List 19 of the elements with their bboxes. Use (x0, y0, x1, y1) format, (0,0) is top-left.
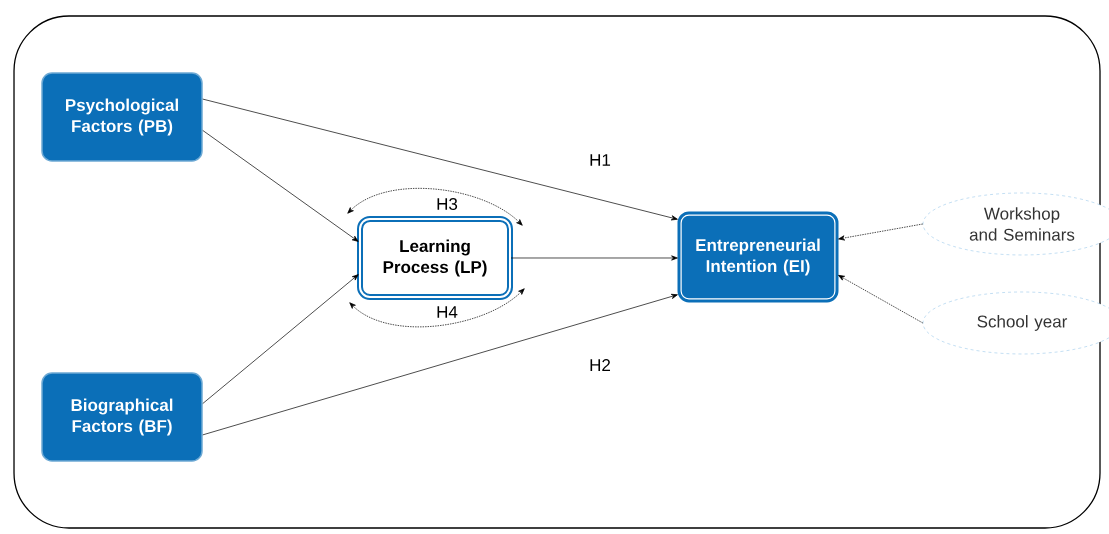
curved-arrow (349, 288, 525, 328)
arrow (202, 98, 678, 221)
edge-label: H4 (435, 305, 459, 319)
arrow (202, 130, 359, 242)
arrow (838, 223, 924, 241)
arrow (202, 293, 678, 436)
factor-box: Biographical Factors (BF) (41, 372, 203, 462)
outcome-box: Entrepreneurial Intention (EI) (676, 210, 840, 304)
curved-arrow (347, 188, 523, 226)
arrow (510, 255, 678, 261)
edge-label: H2 (588, 358, 612, 372)
edge-label: H1 (588, 153, 612, 167)
arrow (202, 274, 359, 404)
edge-label: H3 (435, 196, 459, 211)
factor-box: Psychological Factors (PB) (41, 72, 203, 162)
mediator-box: Learning Process (LP) (357, 216, 513, 300)
arrow (838, 274, 924, 324)
node-label: Workshop and Seminars (969, 207, 1075, 241)
node-label: School year (977, 315, 1068, 331)
